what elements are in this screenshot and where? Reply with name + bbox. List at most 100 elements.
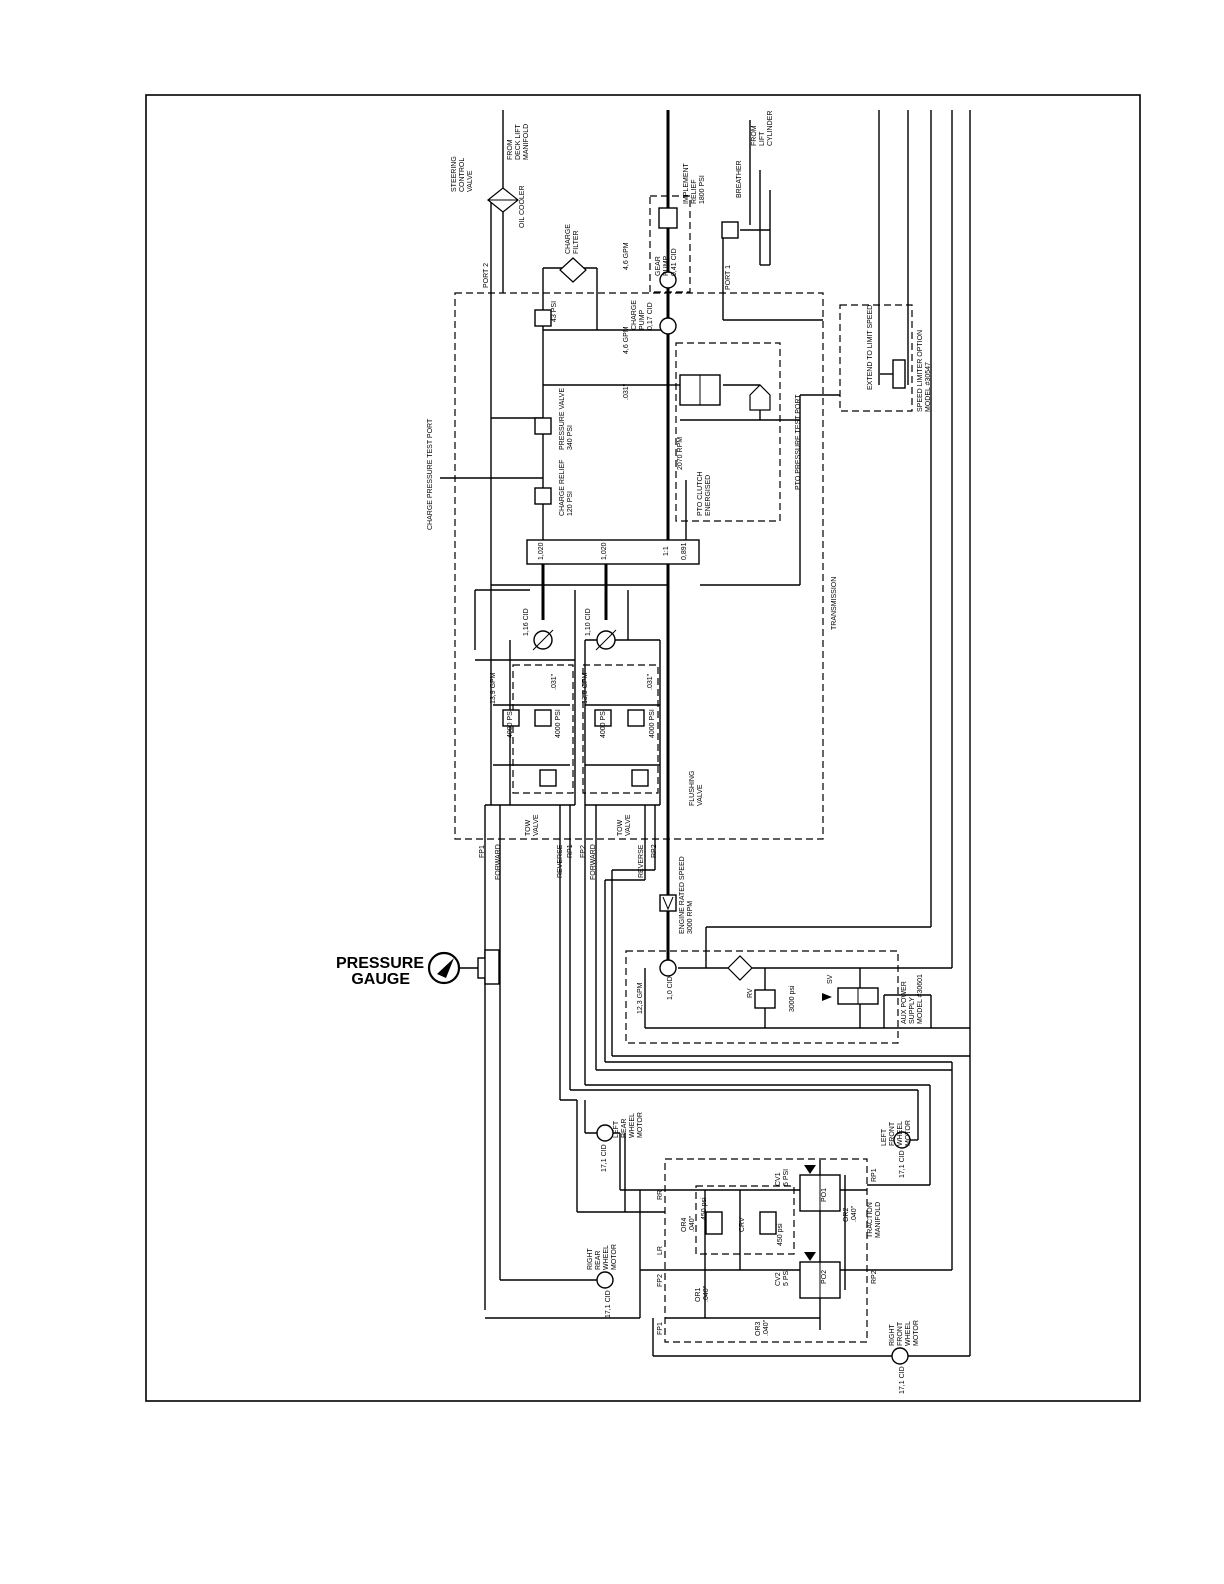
label-or2: OR2.040" [843,1205,858,1222]
label-steering-control-valve: STEERINGCONTROLVALVE [451,156,474,192]
label-traction-manifold: TRACTIONMANIFOLD [867,1202,882,1238]
label-aux-power-supply: AUX POWERSUPPLYMODEL #30601 [901,974,924,1024]
implement-relief-box [649,195,691,293]
label-rp2: RP2 [651,844,658,858]
aux-power-supply-box [625,950,899,1044]
label-rp2-manifold: RP2 [871,1270,878,1284]
label-left-front-wheel-motor: LEFTFRONTWHEELMOTOR [881,1120,912,1146]
label-aux-cid: 1,0 CID [667,976,674,1000]
label-charge-pump: CHARGEPUMP0,17 CID [631,300,654,330]
label-sv: SV [827,974,834,984]
label-1-10-cid: 1,10 CID [585,608,592,636]
label-engine-rated-speed: ENGINE RATED SPEED3000 RPM [679,856,694,934]
label-gpm-4-6-b: 4,6 GPM [623,326,630,354]
label-fp2: FP2 [580,845,587,858]
label-gpm-4-6-a: 4,6 GPM [623,242,630,270]
label-fp2-manifold: FP2 [657,1274,664,1287]
label-cv2: CV25 PSI [775,1269,790,1286]
aux-pump-symbol [659,959,677,977]
label-3000-psi: 3000 psi [789,985,796,1012]
label-4000-psi-a: 4000 PSI [507,709,514,738]
label-4000-psi-b: 4000 PSI [555,709,562,738]
label-rr: RR [657,1190,664,1200]
label-rp1-manifold: RP1 [871,1168,878,1182]
label-oil-cooler: OIL COOLER [519,185,526,228]
transmission-box [454,292,824,840]
crv-box [695,1185,795,1255]
frame-border [145,94,1141,1402]
label-po2: PO2 [821,1270,828,1284]
label-or3: OR3.040" [755,1319,770,1336]
label-pto-pressure-test-port: PTO PRESSURE TEST PORT [795,394,802,490]
label-right-rear-wheel-motor: RIGHTREARWHEELMOTOR [587,1244,618,1270]
label-fp1-manifold: FP1 [657,1322,664,1335]
label-reverse-a: REVERSE [557,844,564,878]
label-right-front-cid: 17,1 CID [899,1366,906,1394]
label-or1: OR1.040" [695,1285,710,1302]
label-2070-rpm: 2070 RPM [677,437,684,470]
label-left-rear-cid: 17,1 CID [601,1144,608,1172]
pto-clutch-box [675,342,781,522]
drive-routing [485,869,970,1357]
label-port-1: PORT 1 [725,265,732,290]
label-1-16-cid: 1,16 CID [523,608,530,636]
right-rear-motor-symbol [596,1271,614,1289]
label-13-9-gpm-a: 13,9 GPM [490,672,497,704]
label-forward-a: FORWARD [495,844,502,880]
label-ratio-1-1: 1:1 [663,546,670,556]
label-4000-psi-d: 4000 PSI [649,709,656,738]
label-ratio-0891: 0,891 [681,542,688,560]
label-implement-relief: IMPLEMENTRELIEF1800 PSI [683,162,706,204]
label-13-9-gpm-b: 13,9 GPM [582,672,589,704]
left-rear-motor-symbol [596,1124,614,1142]
label-from-lift-cylinder: FROMLIFTCYLINDER [751,111,774,146]
trunk-lines [490,110,971,1356]
label-4000-psi-c: 4000 PSI [600,709,607,738]
label-cv1: CV15 PSI [775,1169,790,1186]
label-charge-pressure-test-port: CHARGE PRESSURE TEST PORT [427,418,434,530]
label-ratio-1020-b: 1,020 [601,542,608,560]
traction-manifold-internals [665,1160,846,1330]
label-right-front-wheel-motor: RIGHTFRONTWHEELMOTOR [889,1320,920,1346]
left-front-motor-symbol [893,1131,911,1149]
label-aux-gpm: 12,3 GPM [637,982,644,1014]
label-crv: CRV [739,1217,746,1232]
label-tow-valve-b: TOWVALVE [617,814,632,836]
label-lr: LR [657,1246,664,1255]
gauge-needle-icon [437,958,454,978]
label-rp1: RP1 [567,844,574,858]
pump-symbols [487,187,911,1365]
label-charge-relief: CHARGE RELIEF120 PSI [559,460,574,516]
traction-manifold-box [664,1158,868,1343]
aux-power-supply-internals [644,926,970,1029]
label-fp1: FP1 [479,845,486,858]
label-orifice-031-c: .031" [647,673,654,690]
label-gear-pump: GEARPUMP0,41 CID [655,248,678,276]
flushing-valve-box-a [512,664,574,794]
label-tow-valve-a: TOWVALVE [525,814,540,836]
label-450-psi-a: 450 psi [701,1197,708,1220]
label-port-2: PORT 2 [483,263,490,288]
flushing-valve-box-b [582,664,659,794]
gear-pump-symbol [659,271,677,289]
label-charge-filter: CHARGEFILTER [565,224,580,254]
label-rv: RV [747,988,754,998]
label-speed-limiter: SPEED LIMITER OPTIONMODEL #30547 [917,330,932,412]
charge-pump-symbol [659,317,677,335]
label-ratio-1020-a: 1,020 [538,542,545,560]
label-pto-clutch: PTO CLUTCHENERGISED [697,471,712,516]
label-orifice-031-a: .031" [623,383,630,400]
label-or4: OR4.040" [681,1215,696,1232]
label-flushing-valve: FLUSHINGVALVE [689,771,704,806]
right-front-motor-symbol [891,1347,909,1365]
label-extend-to-limit-speed: EXTEND TO LIMIT SPEED [867,305,874,390]
label-transmission: TRANSMISSION [831,577,838,630]
label-left-front-cid: 17,1 CID [899,1150,906,1178]
label-pressure-valve: PRESSURE VALVE340 PSI [559,388,574,450]
label-from-deck-lift-manifold: FROMDECK LIFTMANIFOLD [507,123,530,160]
label-reverse-b: REVERSE [638,844,645,878]
label-left-rear-wheel-motor: LEFTREARWHEELMOTOR [613,1112,644,1138]
pressure-gauge [427,949,500,985]
